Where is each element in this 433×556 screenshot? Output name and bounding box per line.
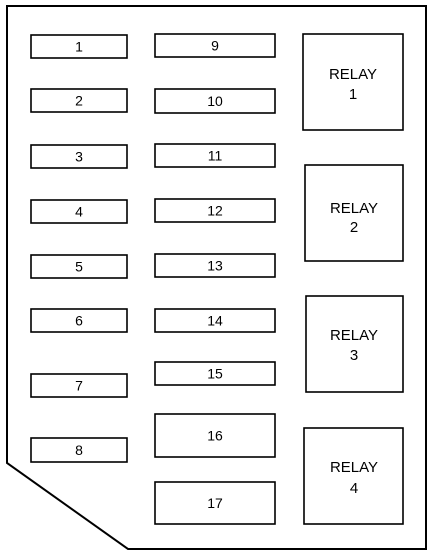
relay-3: RELAY 3 [305, 295, 404, 393]
fuse-12-label: 12 [207, 203, 223, 219]
fuse-11-label: 11 [208, 148, 223, 164]
relay-1-number: 1 [349, 86, 357, 103]
fuse-9-label: 9 [211, 38, 219, 54]
fuse-13-label: 13 [207, 258, 223, 274]
relay-4-title: RELAY [330, 459, 378, 476]
fuse-17-label: 17 [207, 495, 223, 511]
relay-3-number: 3 [350, 347, 358, 364]
fuse-6: 6 [30, 308, 128, 333]
fuse-4-label: 4 [75, 204, 83, 220]
fuse-8-label: 8 [75, 442, 83, 458]
fuse-5: 5 [30, 254, 128, 279]
fuse-7-body [30, 373, 128, 398]
fuse-17-body [154, 481, 276, 525]
fuse-14: 14 [154, 308, 276, 333]
relay-2-title: RELAY [330, 200, 378, 217]
fuse-7-label: 7 [75, 378, 83, 394]
fuse-16-body [154, 413, 276, 458]
fuse-1: 1 [30, 34, 128, 59]
fuse-11-body [154, 143, 276, 168]
fuse-9-body [154, 33, 276, 58]
fuse-10-label: 10 [207, 93, 223, 109]
fuse-13: 13 [154, 253, 276, 278]
fuse-14-body [154, 308, 276, 333]
fuse-box-outline [6, 5, 427, 550]
fuse-16: 16 [154, 413, 276, 458]
fuse-5-label: 5 [75, 259, 83, 275]
fuse-2-label: 2 [75, 93, 83, 109]
relay-1: RELAY 1 [302, 33, 404, 131]
fuse-12: 12 [154, 198, 276, 223]
fuse-6-label: 6 [75, 313, 83, 329]
fuse-9: 9 [154, 33, 276, 58]
relay-4-body [303, 427, 404, 525]
fuse-11: 11 [154, 143, 276, 168]
fuse-10: 10 [154, 88, 276, 114]
fuse-6-body [30, 308, 128, 333]
relay-2: RELAY 2 [304, 164, 404, 262]
fuse-15-body [154, 361, 276, 386]
relay-4: RELAY 4 [303, 427, 404, 525]
relay-4-number: 4 [350, 480, 358, 497]
fuse-10-body [154, 88, 276, 114]
fuse-4: 4 [30, 199, 128, 224]
relay-3-title: RELAY [330, 327, 378, 344]
fuse-5-body [30, 254, 128, 279]
fuse-3-body [30, 144, 128, 169]
fuse-8-body [30, 437, 128, 463]
fuse-1-body [30, 34, 128, 59]
fuse-14-label: 14 [207, 313, 223, 329]
fuse-16-label: 16 [207, 428, 223, 444]
fuse-1-label: 1 [75, 39, 83, 55]
relay-1-title: RELAY [329, 66, 377, 83]
fuse-13-body [154, 253, 276, 278]
fuse-8: 8 [30, 437, 128, 463]
relay-3-body [305, 295, 404, 393]
relay-2-number: 2 [350, 219, 358, 236]
fuse-15-label: 15 [207, 366, 223, 382]
fuse-4-body [30, 199, 128, 224]
relay-1-body [302, 33, 404, 131]
fuse-2: 2 [30, 88, 128, 113]
fuse-3-label: 3 [75, 149, 83, 165]
fuse-7: 7 [30, 373, 128, 398]
fuse-15: 15 [154, 361, 276, 386]
fuse-12-body [154, 198, 276, 223]
fuse-3: 3 [30, 144, 128, 169]
relay-2-body [304, 164, 404, 262]
fuse-2-body [30, 88, 128, 113]
fuse-17: 17 [154, 481, 276, 525]
